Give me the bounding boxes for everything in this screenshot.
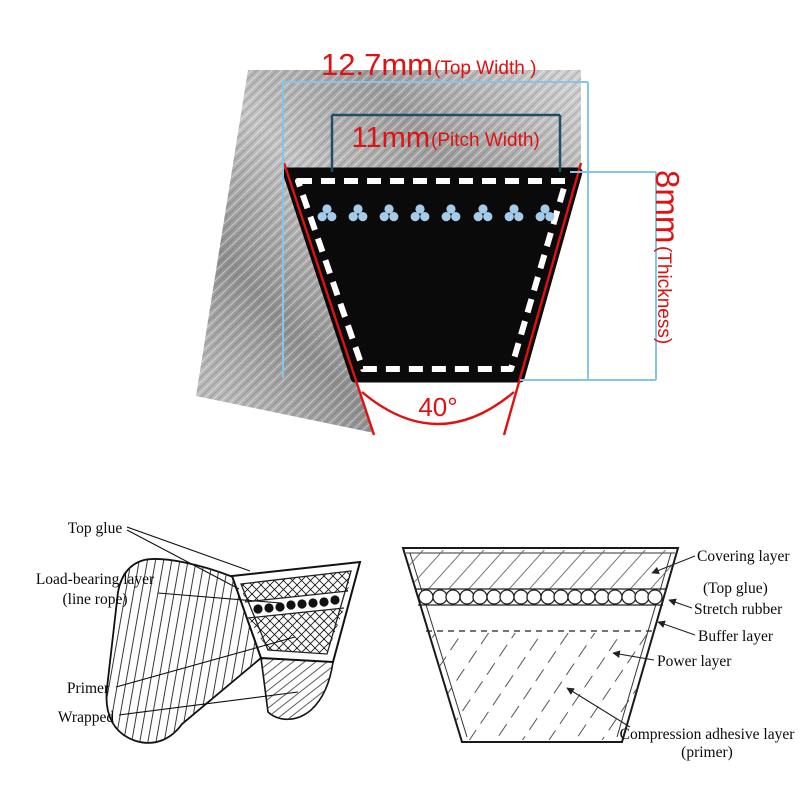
belt-ribbon-hatch <box>106 558 262 743</box>
leader-power <box>612 650 655 661</box>
thickness-value: 8mm <box>649 170 686 243</box>
top-width-value: 12.7mm <box>321 47 433 82</box>
label-compression-layer: Compression adhesive layer <box>620 726 796 743</box>
sketch-top-glue-hatch <box>241 571 351 602</box>
label-top-glue-right: (Top glue) <box>703 580 768 597</box>
layer-structure-diagram: Covering layer (Top glue) Stretch rubber… <box>401 547 796 761</box>
leader-primer <box>115 636 296 688</box>
label-line-rope: (line rope) <box>63 591 128 608</box>
angle-annotation <box>282 162 583 436</box>
compression-zone-hatch <box>429 633 653 740</box>
label-primer: Primer <box>67 680 110 697</box>
thickness-label: (Thickness) <box>653 246 674 344</box>
top-rubber-hatch <box>405 550 676 589</box>
leader-stretch <box>668 598 693 609</box>
angle-right-leg <box>502 162 583 436</box>
leader-wrapped <box>118 691 299 716</box>
pitch-width-label: (Pitch Width) <box>431 130 540 151</box>
leader-load-bearing <box>157 592 282 604</box>
label-primer-right: (primer) <box>681 744 733 761</box>
leader-compression <box>566 687 631 728</box>
sketch-lower-hatch <box>248 608 344 654</box>
leader-buffer <box>657 620 696 636</box>
angle-value: 40° <box>418 392 457 422</box>
label-load-bearing: Load-bearing layer <box>36 571 155 588</box>
wrapped-belt-sketch: Top glue Load-bearing layer (line rope) … <box>36 520 362 744</box>
leader-covering <box>651 555 696 575</box>
belt-bottom-flap-hatch <box>261 658 333 720</box>
angle-arc <box>361 391 515 426</box>
label-wrapped: Wrapped <box>58 709 114 726</box>
sketch-leader-lines <box>115 526 299 716</box>
cross-section-dashed-border <box>295 178 569 372</box>
thickness-dimension <box>520 171 657 381</box>
layer-leader-arrows <box>566 555 696 728</box>
label-covering-layer: Covering layer <box>697 548 790 565</box>
label-top-glue: Top glue <box>68 520 123 537</box>
pitch-width-dimension <box>330 113 562 172</box>
label-power-layer: Power layer <box>657 653 732 670</box>
sketch-cord-dots <box>253 595 340 614</box>
thickness-text-group: 8mm (Thickness) <box>649 170 686 344</box>
leader-top-glue-2 <box>126 529 240 590</box>
leader-top-glue-1 <box>126 526 251 572</box>
pitch-width-value: 11mm <box>352 122 430 154</box>
label-stretch-rubber: Stretch rubber <box>694 601 783 618</box>
label-buffer-layer: Buffer layer <box>698 628 774 645</box>
top-width-dimension <box>282 81 589 380</box>
cord-band-bottom-line <box>247 607 345 619</box>
cord-band-top-line <box>244 590 349 603</box>
angle-left-leg <box>282 162 376 436</box>
top-width-label: (Top Width ) <box>434 58 536 79</box>
cord-row-circles <box>418 589 663 605</box>
